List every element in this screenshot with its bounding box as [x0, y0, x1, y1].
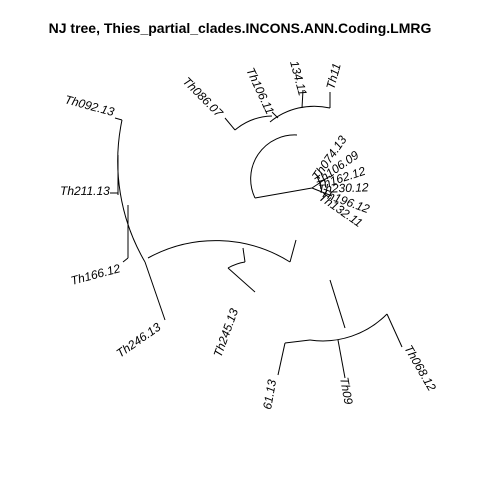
- edge-bottom-stem: [329, 279, 346, 329]
- tip-label: Th09: [337, 376, 356, 406]
- edge-lefttop-arc: [117, 119, 146, 263]
- tip-label: Th211.13: [60, 184, 110, 198]
- edge-th245-arc: [227, 261, 246, 269]
- edge-th068: [386, 313, 403, 348]
- tip-label: 61.13: [260, 378, 279, 410]
- plot-title: NJ tree, Thies_partial_clades.INCONS.ANN…: [48, 20, 432, 36]
- tip-label: Th166.12: [69, 261, 122, 288]
- edge-134: [301, 89, 304, 109]
- edge-th09: [337, 339, 346, 379]
- edge-root-right: [254, 187, 313, 199]
- tip-label: Th11: [323, 62, 343, 91]
- edge-left-stem: [289, 239, 297, 263]
- edge-bottom-arc: [309, 313, 388, 342]
- edge-61-b: [277, 342, 286, 376]
- edge-th245-stem: [242, 247, 246, 263]
- tip-label: Th245.13: [211, 306, 242, 359]
- edge-th106: [271, 111, 279, 119]
- tip-label: Th086.07: [180, 74, 227, 121]
- edge-root-arc: [250, 134, 298, 199]
- tip-label: Th246.13: [114, 320, 164, 361]
- edge-th166-b: [122, 257, 129, 263]
- edge-th086: [224, 117, 236, 131]
- tip-label: Th068.12: [401, 343, 439, 394]
- edge-right-a: [311, 175, 331, 189]
- tip-label: 134.11: [287, 59, 310, 97]
- tip-label: Th230.12: [318, 180, 369, 196]
- edge-left-arc: [147, 240, 291, 263]
- edge-th245: [227, 267, 256, 293]
- edge-top-arc: [269, 105, 331, 123]
- edge-th246: [144, 261, 166, 321]
- edge-61-a: [284, 339, 311, 344]
- tip-label: Th092.13: [63, 92, 116, 119]
- edge-th086-arc: [234, 115, 273, 131]
- edge-right-b: [311, 187, 333, 197]
- tip-label: Th106.11: [243, 65, 277, 116]
- edge-th092: [114, 117, 123, 121]
